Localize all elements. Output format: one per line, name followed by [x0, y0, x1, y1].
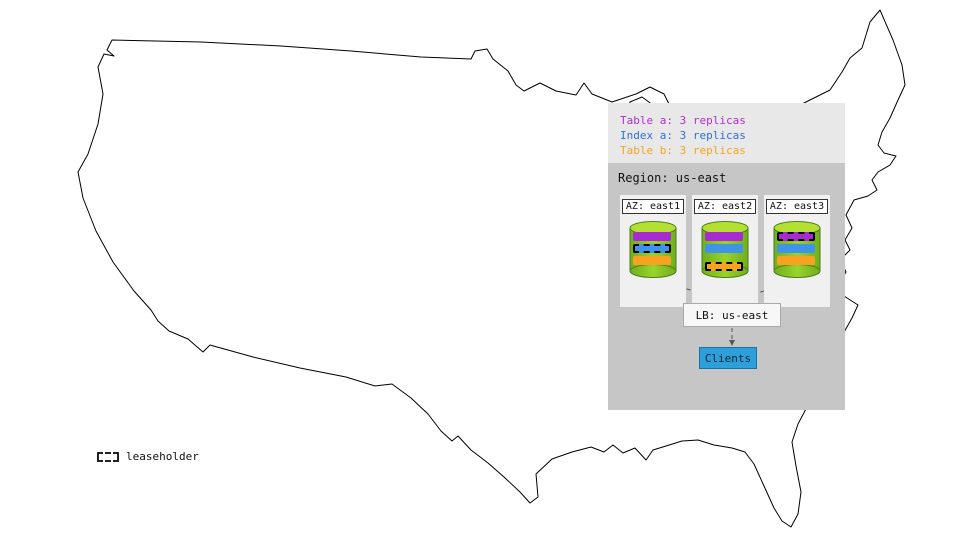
region-label: Region: us-east — [618, 171, 727, 185]
database-cylinder-east2 — [701, 220, 749, 278]
replica-legend: Table a: 3 replicas Index a: 3 replicas … — [608, 103, 845, 158]
az-label-east1: AZ: east1 — [621, 199, 685, 214]
replica-bar-table-a — [705, 232, 743, 241]
replica-bar-table-b — [777, 256, 815, 265]
clients-box: Clients — [699, 347, 763, 375]
replica-bar-table-b-leaseholder — [705, 262, 743, 271]
az-box-east1: AZ: east1 — [620, 195, 686, 307]
legend-index-a: Index a: 3 replicas — [620, 129, 746, 142]
az-label-east3: AZ: east3 — [765, 199, 829, 214]
replica-bar-index-a — [705, 244, 743, 253]
replica-bar-table-a — [633, 232, 671, 241]
az-box-east2: AZ: east2 — [692, 195, 758, 307]
leaseholder-key-label: leaseholder — [126, 450, 199, 463]
az-label-east2: AZ: east2 — [693, 199, 757, 214]
database-cylinder-east1 — [629, 220, 677, 278]
topology-panel: Table a: 3 replicas Index a: 3 replicas … — [608, 103, 845, 410]
arrow-to-clients — [729, 340, 735, 346]
replica-bar-index-a-leaseholder — [633, 244, 671, 253]
leaseholder-swatch-icon — [97, 451, 119, 462]
replica-bar-table-a-leaseholder — [777, 232, 815, 241]
legend-table-b: Table b: 3 replicas — [620, 144, 746, 157]
leaseholder-key: leaseholder — [97, 450, 199, 463]
replica-bar-index-a — [777, 244, 815, 253]
database-cylinder-east3 — [773, 220, 821, 278]
az-row: AZ: east1 — [620, 195, 830, 307]
region-box: Region: us-east AZ: east1 — [608, 163, 845, 410]
load-balancer-box: LB: us-east — [683, 303, 781, 327]
replica-bar-table-b — [633, 256, 671, 265]
legend-table-a: Table a: 3 replicas — [620, 114, 746, 127]
az-box-east3: AZ: east3 — [764, 195, 830, 307]
